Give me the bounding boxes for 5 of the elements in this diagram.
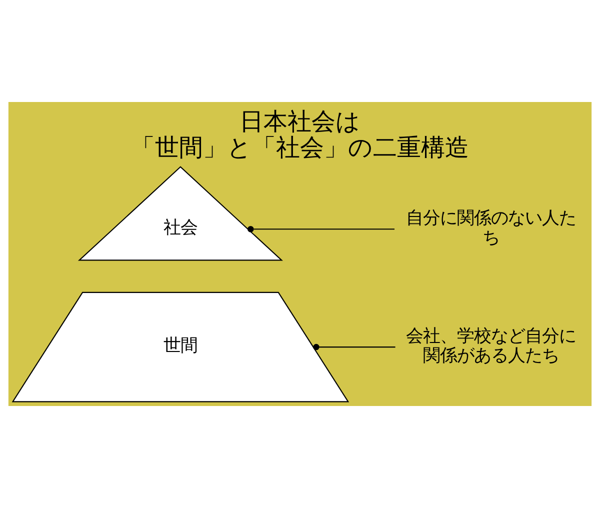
connector [313,344,396,350]
diagram-title: 日本社会は「世間」と「社会」の二重構造 [131,108,469,162]
node-text: 自分に関係のない人たち [406,208,576,248]
node-text: 会社、学校など自分に関係がある人たち [406,326,576,366]
connector [248,226,394,232]
